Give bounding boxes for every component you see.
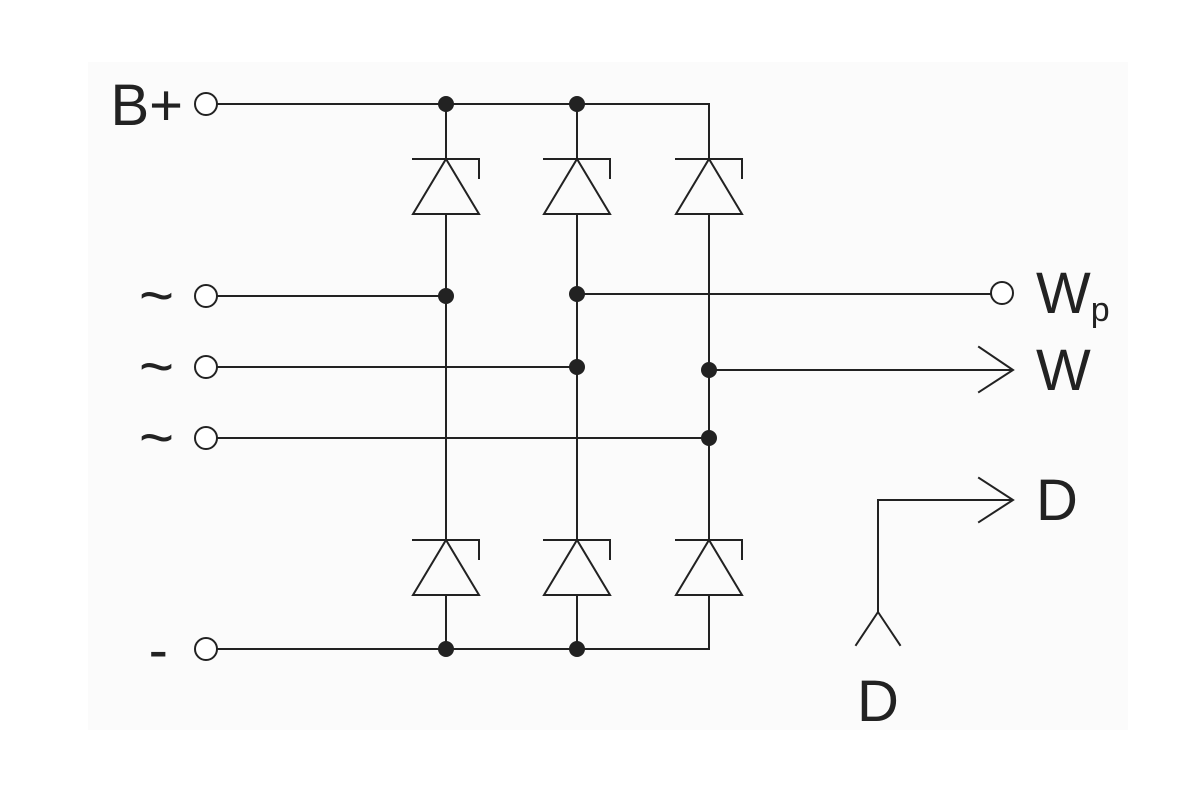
diode-d4 <box>411 538 481 596</box>
diode-d3 <box>674 157 744 215</box>
phase-1-label: ~ <box>139 262 174 329</box>
diode-d5 <box>542 538 612 596</box>
d-input-label: D <box>857 669 899 734</box>
terminals <box>194 92 1014 661</box>
diode-d6 <box>674 538 744 596</box>
upper-diode-row <box>411 157 744 215</box>
labels: B+ ~ ~ ~ - Wp W D D <box>110 73 1109 734</box>
wp-label-subscript: p <box>1091 291 1110 329</box>
junction-node <box>701 362 717 378</box>
junction-node <box>438 288 454 304</box>
b-plus-terminal <box>194 92 218 116</box>
wp-label: Wp <box>1036 261 1110 329</box>
phase-1-terminal <box>194 284 218 308</box>
diagram-background <box>88 62 1128 730</box>
phase-3-label: ~ <box>139 404 174 471</box>
junction-node <box>569 641 585 657</box>
wp-terminal <box>990 281 1014 305</box>
junction-node <box>569 96 585 112</box>
junction-node <box>438 641 454 657</box>
d-out-arrowhead <box>977 476 1015 524</box>
lower-diode-row <box>411 538 744 596</box>
wp-label-main: W <box>1036 261 1091 326</box>
junction-node <box>701 430 717 446</box>
phase-2-label: ~ <box>139 333 174 400</box>
w-arrowhead <box>977 345 1015 394</box>
junction-nodes <box>438 96 717 657</box>
junction-node <box>438 96 454 112</box>
b-plus-rail <box>217 103 710 158</box>
w-label: W <box>1036 338 1091 403</box>
junction-node <box>569 359 585 375</box>
diode-d1 <box>411 157 481 215</box>
d-output-label: D <box>1036 468 1078 533</box>
minus-terminal <box>194 637 218 661</box>
wires <box>217 103 1015 650</box>
phase-3-terminal <box>194 426 218 450</box>
junction-node <box>569 286 585 302</box>
d-in-fork <box>854 610 902 647</box>
minus-rail <box>217 594 710 650</box>
d-signal-wire <box>877 499 1013 613</box>
phase-2-terminal <box>194 355 218 379</box>
b-plus-label: B+ <box>110 73 183 138</box>
diode-d2 <box>542 157 612 215</box>
minus-label: - <box>149 618 168 683</box>
